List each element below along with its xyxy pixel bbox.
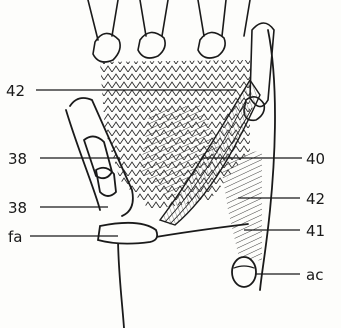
label-fa: fa [8,228,22,246]
label-41: 41 [306,222,325,240]
label-ac: ac [306,266,323,284]
label-42-right: 42 [306,190,325,208]
fa-bone [98,223,157,244]
ac-bone [232,257,256,287]
label-38-lower: 38 [8,199,27,217]
label-40: 40 [306,150,325,168]
label-38-upper: 38 [8,150,27,168]
digit-tendons [88,0,250,40]
label-42-top: 42 [6,82,25,100]
